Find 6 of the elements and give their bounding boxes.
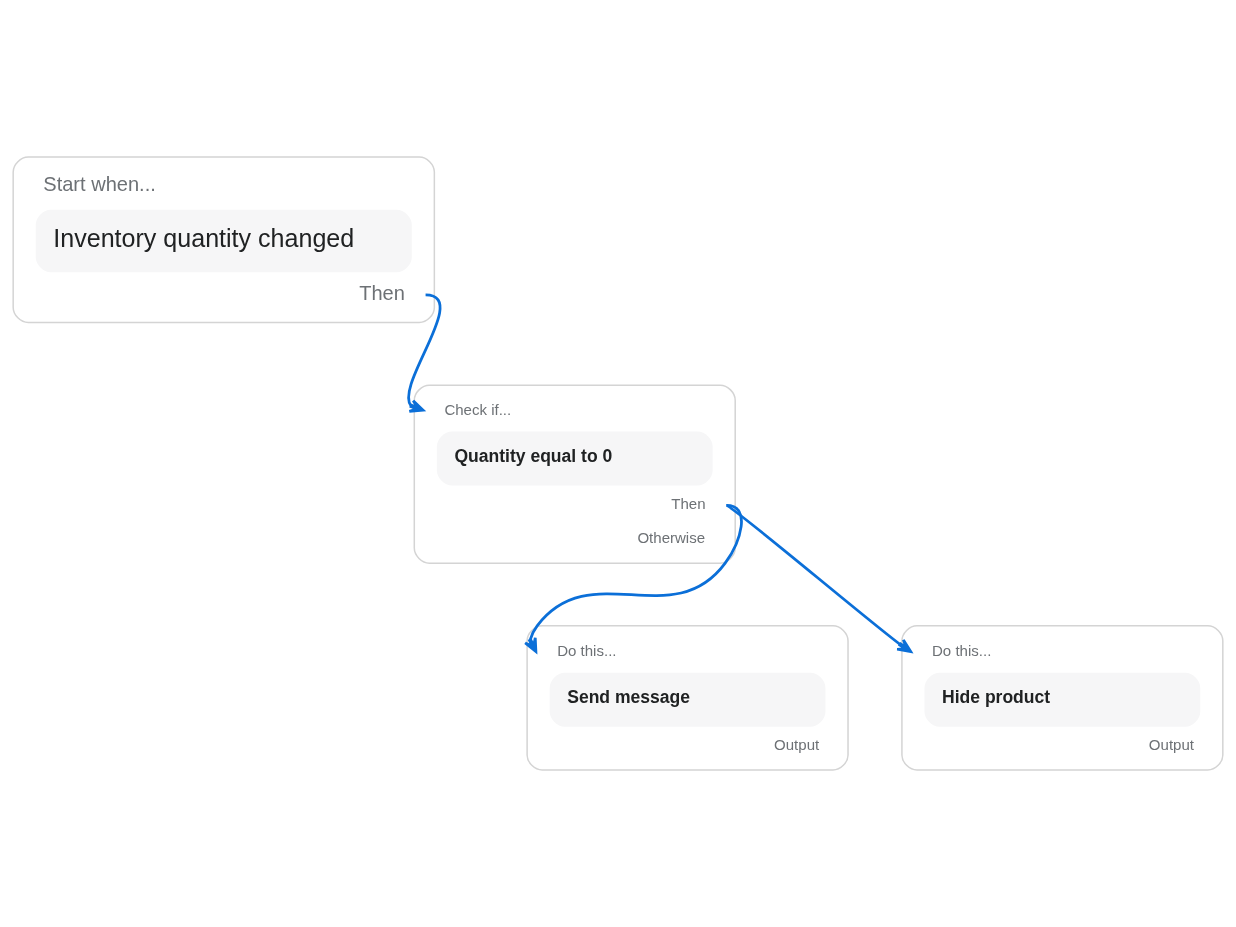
node-box: Start when... Inventory quantity changed Then [12, 156, 436, 324]
node-box: Check if... Quantity equal to 0 Then Otherwise [413, 384, 736, 564]
arrow [725, 504, 913, 653]
node-box: Do this... Send message Output [526, 625, 849, 771]
node-box: Do this... Hide product Output [901, 625, 1224, 771]
arrow [523, 504, 743, 653]
